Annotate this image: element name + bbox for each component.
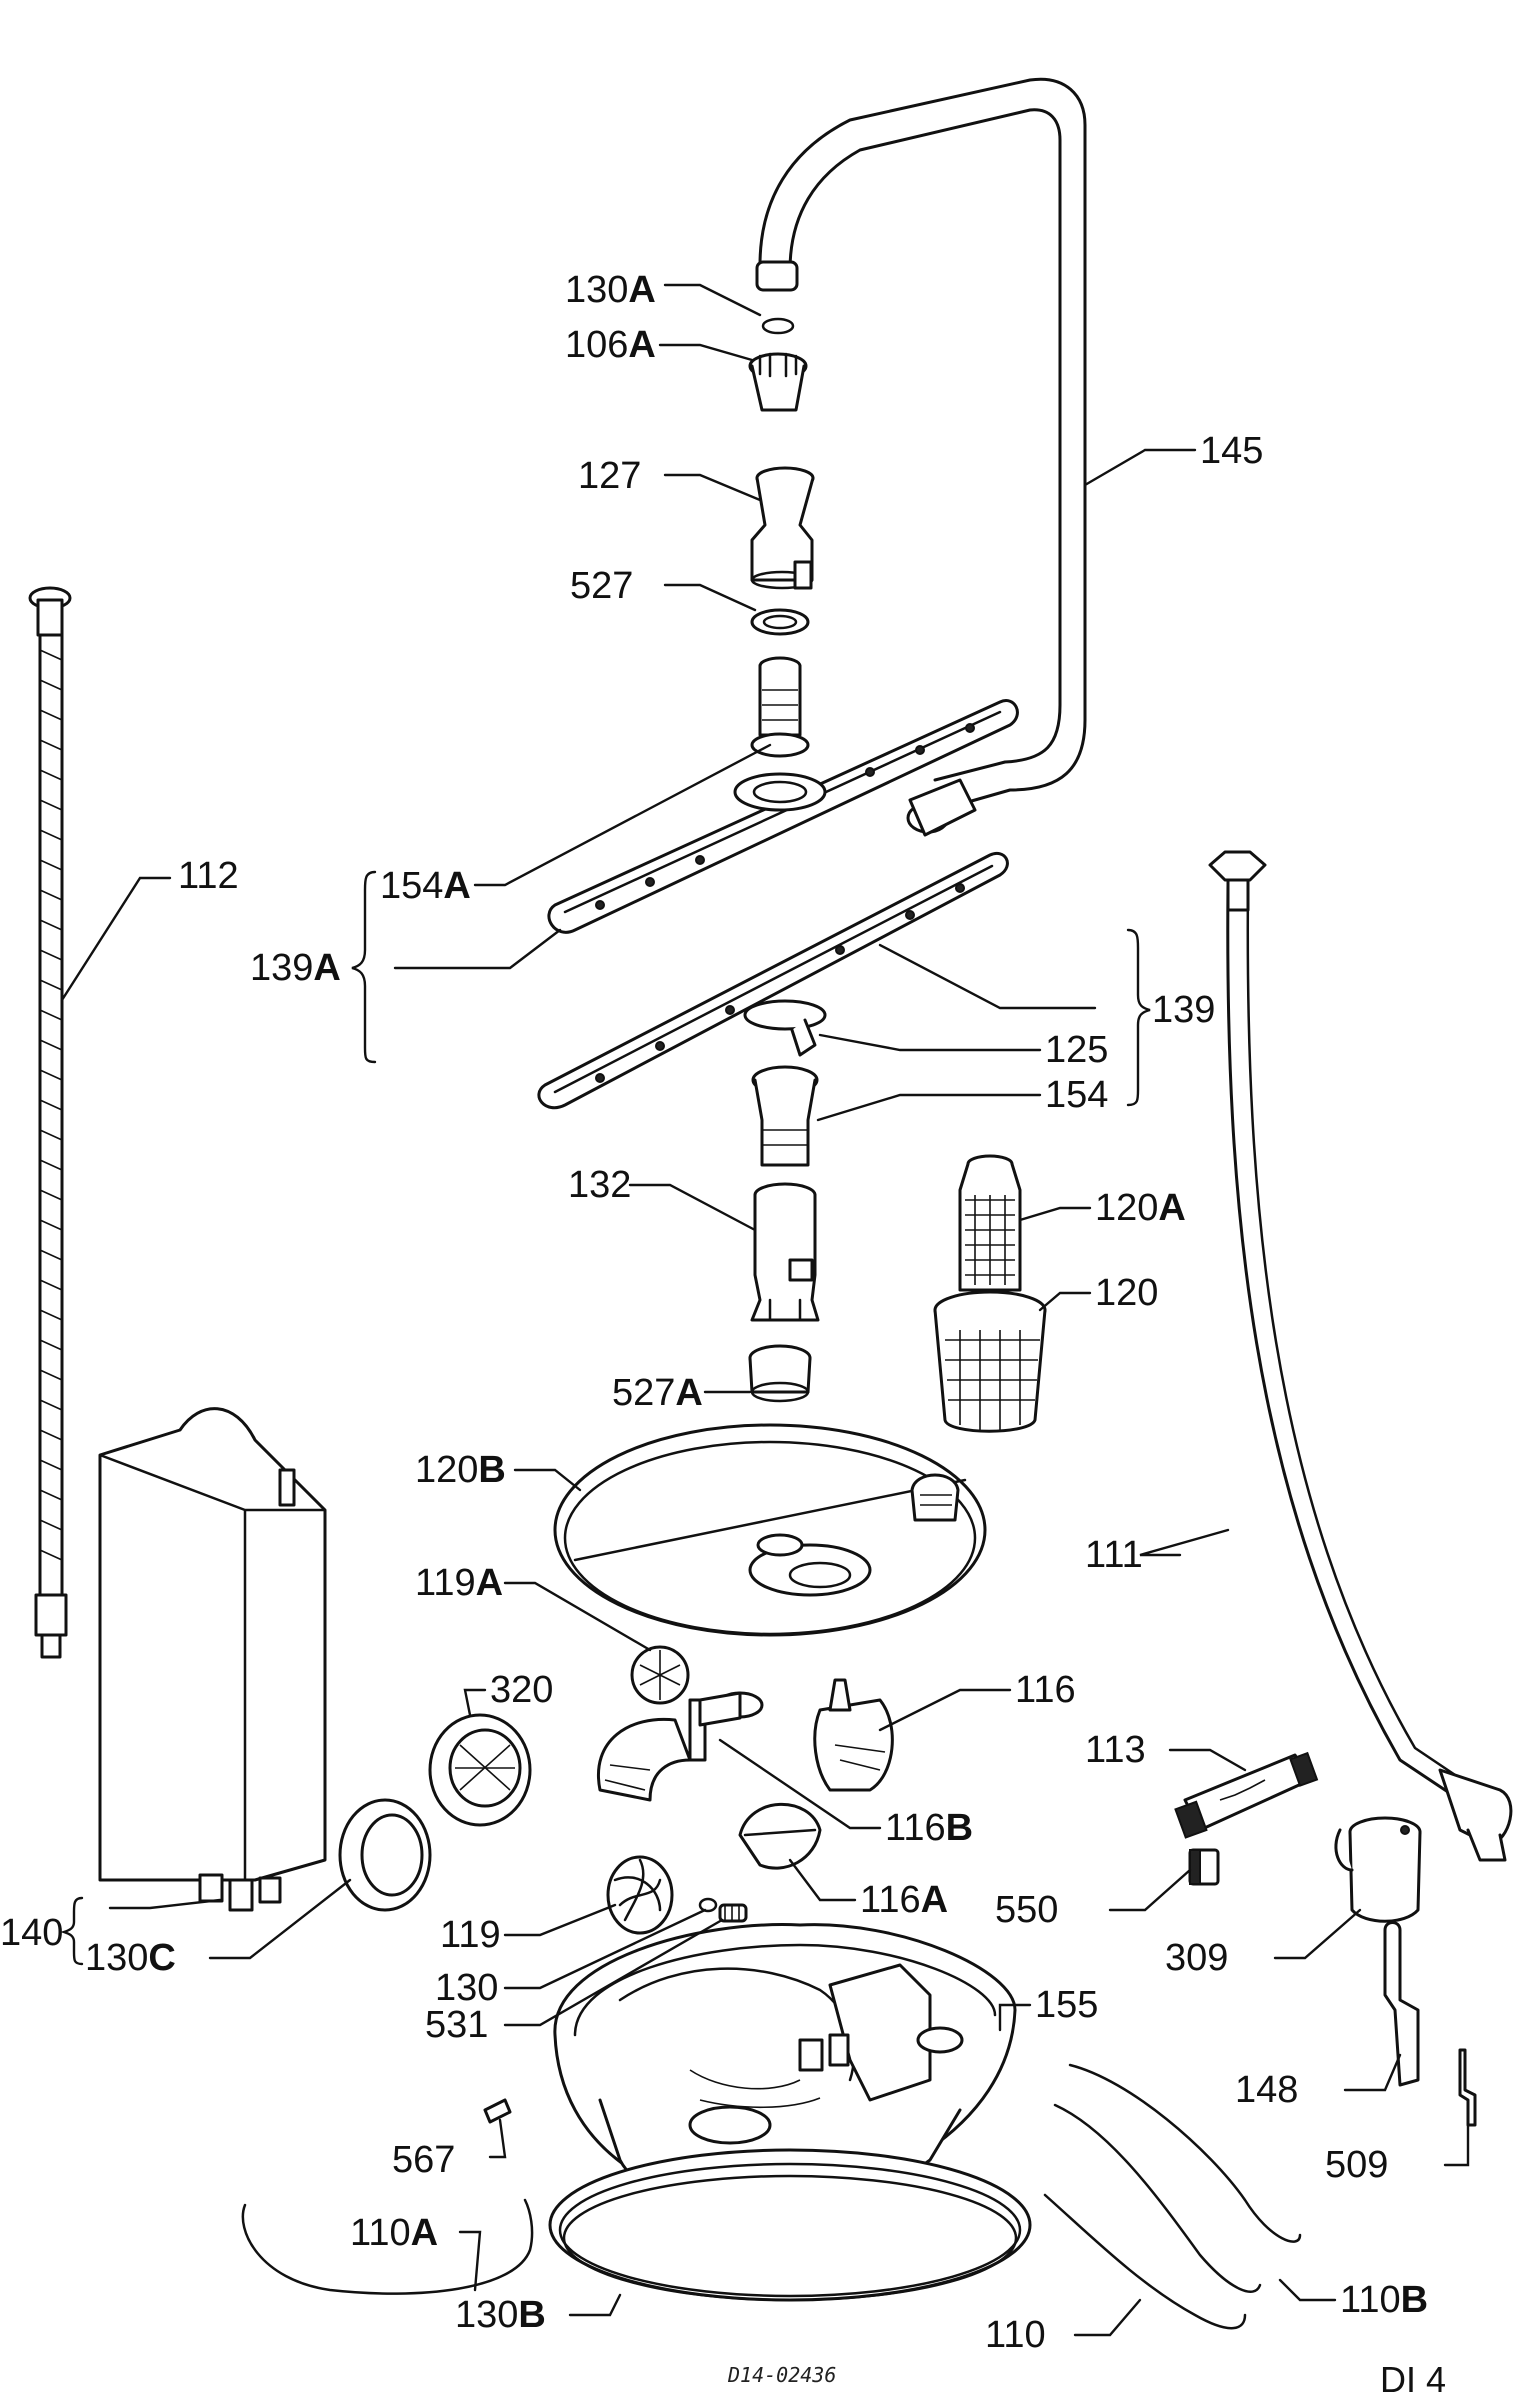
callout-110: 110 (985, 2314, 1046, 2356)
drawing-number: D14-02436 (727, 2363, 836, 2387)
part-127-connector (750, 466, 815, 590)
callout-130: 130 (435, 1967, 498, 2009)
brace-139 (1126, 928, 1151, 1107)
callout-suffix: B (478, 1449, 505, 1491)
part-113-fitting (1174, 1751, 1319, 1839)
callout-suffix: A (411, 2212, 438, 2254)
callout-120A: 120A (1095, 1187, 1186, 1229)
callout-116B: 116B (885, 1807, 973, 1849)
sheet-label: DI 4 (1380, 2359, 1446, 2400)
part-111-drain-hose (1208, 850, 1513, 1862)
part-125-clip (743, 999, 827, 1057)
callout-119: 119 (440, 1914, 501, 1956)
part-567-clip (483, 2098, 512, 2124)
part-531-screw (718, 1903, 748, 1923)
part-110A-gasket (241, 2198, 534, 2295)
callout-suffix: A (443, 865, 470, 907)
callout-suffix: A (476, 1562, 503, 1604)
callout-550: 550 (995, 1889, 1058, 1931)
callout-113: 113 (1085, 1729, 1146, 1771)
part-116A-flap (738, 1802, 822, 1870)
callout-119A: 119A (415, 1562, 503, 1604)
part-119-impeller (606, 1855, 674, 1935)
callout-130B: 130B (455, 2294, 546, 2336)
leader-lines (60, 283, 1470, 2337)
callout-111: 111 (1085, 1534, 1143, 1576)
callout-110A: 110A (350, 2212, 438, 2254)
callout-suffix: A (675, 1372, 702, 1414)
callout-suffix: B (946, 1807, 973, 1849)
part-119A-disc (630, 1645, 690, 1705)
part-154A-hub (750, 656, 810, 758)
callout-567: 567 (392, 2139, 455, 2181)
callout-suffix: B (1401, 2279, 1428, 2321)
callout-320: 320 (490, 1669, 553, 1711)
part-148-bracket (1383, 1921, 1420, 2087)
part-110-gasket (1043, 2193, 1247, 2330)
callout-suffix: A (628, 269, 655, 311)
callout-116: 116 (1015, 1669, 1076, 1711)
part-120A-micro-filter (958, 1154, 1022, 1292)
part-139A-upper-spray-arm (547, 699, 1019, 934)
callout-130A: 130A (565, 269, 656, 311)
callout-527: 527 (570, 565, 633, 607)
part-130-washer (698, 1897, 718, 1913)
callout-527A: 527A (612, 1372, 703, 1414)
part-132-tube (750, 1182, 820, 1322)
callout-509: 509 (1325, 2144, 1388, 2186)
part-509-pin (1458, 2048, 1477, 2127)
callout-127: 127 (578, 455, 641, 497)
callout-139: 139 (1152, 989, 1215, 1031)
callout-140: 140 (0, 1912, 63, 1954)
callout-125: 125 (1045, 1029, 1108, 1071)
callout-labels: 130A 106A 145 127 527 112 154A 139A 139 … (0, 269, 1428, 2356)
part-309-cup (1334, 1816, 1422, 1923)
part-155-sump-housing (553, 1923, 1017, 2249)
callout-120B: 120B (415, 1449, 506, 1491)
callout-110B: 110B (1340, 2279, 1428, 2321)
callout-suffix: A (628, 324, 655, 366)
part-116B-pump-housing (597, 1691, 764, 1802)
callout-120: 120 (1095, 1272, 1158, 1314)
part-120B-filter-plate (553, 1423, 987, 1637)
part-120-coarse-filter (933, 1290, 1047, 1433)
part-145-supply-pipe (755, 77, 1087, 837)
callout-106A: 106A (565, 324, 656, 366)
callout-155: 155 (1035, 1984, 1098, 2026)
brace-140 (60, 1896, 84, 1966)
callout-531: 531 (425, 2004, 488, 2046)
callout-148: 148 (1235, 2069, 1298, 2111)
part-130A-o-ring (761, 317, 795, 335)
callout-suffix: A (921, 1879, 948, 1921)
part-154-bearing (751, 1065, 819, 1167)
callout-130C: 130C (85, 1937, 176, 1979)
part-320-cap (428, 1713, 532, 1827)
callout-145: 145 (1200, 430, 1263, 472)
part-140-water-softener-tank (98, 1407, 327, 1912)
callout-139A: 139A (250, 947, 341, 989)
part-139-lower-spray-arm (537, 851, 1009, 1110)
callout-116A: 116A (860, 1879, 948, 1921)
part-527-ring (750, 608, 810, 636)
part-130C-ring (338, 1798, 432, 1912)
callout-132: 132 (568, 1164, 631, 1206)
callout-112: 112 (178, 855, 239, 897)
callout-suffix: B (518, 2294, 545, 2336)
callout-309: 309 (1165, 1937, 1228, 1979)
callout-suffix: A (313, 947, 340, 989)
callout-suffix: A (1158, 1187, 1185, 1229)
callout-suffix: C (148, 1937, 175, 1979)
part-527A-ring (748, 1344, 812, 1403)
callout-154A: 154A (380, 865, 471, 907)
part-116-valve (813, 1678, 894, 1792)
part-130B-seal (548, 2148, 1032, 2302)
part-110B-gasket (1053, 2063, 1302, 2293)
part-106A-nut (748, 352, 808, 412)
callout-154: 154 (1045, 1074, 1108, 1116)
part-112-inlet-hose (28, 586, 72, 1659)
part-550-clip (1188, 1848, 1220, 1886)
brace-139A (351, 870, 377, 1064)
